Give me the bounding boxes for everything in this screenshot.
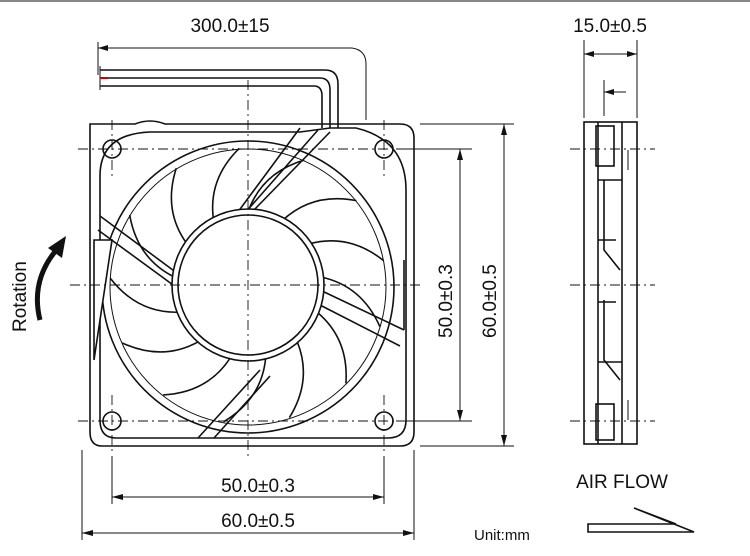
fan-blade [281, 197, 357, 222]
fan-blade [163, 357, 231, 396]
fan-blade [308, 240, 385, 262]
fan-side-view: 15.0±0.5 [570, 16, 655, 445]
hole-pitch-vertical-dimension: 50.0±0.3 [396, 148, 472, 422]
fan-blade [128, 214, 175, 278]
frame-size-vertical-label: 60.0±0.5 [480, 264, 501, 338]
fan-blade [288, 341, 305, 419]
rotation-label: Rotation [10, 261, 31, 332]
air-flow-indicator: AIR FLOW [576, 472, 695, 533]
air-flow-label: AIR FLOW [576, 472, 668, 493]
frame-size-horizontal-dimension: 60.0±0.5 [81, 450, 415, 540]
unit-label: Unit:mm [474, 527, 530, 544]
hole-pitch-horizontal-label: 50.0±0.3 [221, 476, 295, 497]
frame-size-vertical-dimension: 60.0±0.5 [420, 123, 514, 447]
cable-length-dimension: 300.0±15 [97, 16, 367, 120]
air-flow-arrow-icon [587, 507, 695, 533]
fan-blade [109, 277, 179, 314]
fan-blades [109, 147, 385, 423]
fan-blade [321, 276, 381, 328]
fan-blade [247, 159, 305, 213]
cable-length-label: 300.0±15 [190, 16, 269, 37]
fan-blade [223, 357, 267, 423]
rotation-indicator: Rotation [10, 236, 66, 332]
thickness-label: 15.0±0.5 [573, 16, 647, 37]
fan-blade [316, 311, 347, 384]
fan-blade [170, 167, 188, 245]
fan-front-view [70, 80, 470, 456]
frame-size-horizontal-label: 60.0±0.5 [221, 511, 295, 532]
hole-pitch-horizontal-dimension: 50.0±0.3 [111, 456, 385, 504]
hole-pitch-vertical-label: 50.0±0.3 [436, 264, 457, 338]
cable-wires [99, 66, 339, 128]
fan-blade [121, 340, 200, 353]
fan-blade [211, 147, 240, 221]
